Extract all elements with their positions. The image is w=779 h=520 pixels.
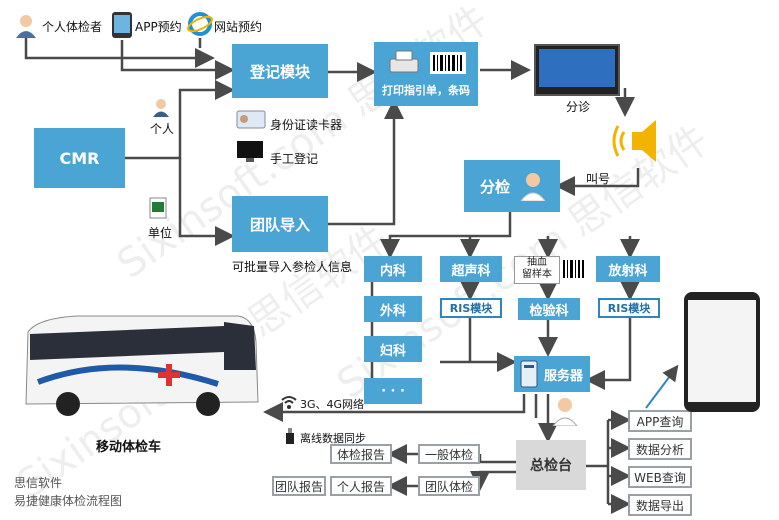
personal-icon [150,96,172,118]
server-icon [520,360,538,388]
subcheck-node: 分检 [464,160,560,212]
sample-barcode-icon [562,258,586,280]
print-node: 打印指引单，条码 [374,42,478,106]
unit-label: 单位 [148,226,173,240]
usb-drive-icon [284,428,296,444]
team-report: 团队报告 [272,476,326,496]
call-label: 叫号 [586,172,611,186]
wifi-icon [280,394,298,410]
monitor-icon [236,140,264,164]
excel-icon [148,196,168,220]
dept-ultrasound: 超声科 [440,256,502,282]
general-check: 一般体检 [418,444,480,464]
app-label: APP预约 [135,20,182,34]
dept-radiology: 放射科 [596,256,660,282]
mobile-bus-image [18,312,262,424]
bus-label: 移动体检车 [96,440,162,455]
app-icon [110,10,134,40]
print-label: 打印指引单，条码 [382,84,470,97]
footer-subtitle: 易捷健康体检流程图 [14,494,123,508]
dept-more: · · · [364,378,422,404]
person-icon [12,12,40,38]
blood-label-2: 留样本 [522,269,552,280]
server-node: 服务器 [514,356,590,392]
blood-sample-box: 抽血 留样本 [514,256,560,284]
footer-company: 思信软件 [14,476,63,490]
triage-label: 分诊 [566,100,591,114]
team-check: 团队体检 [418,476,480,496]
output-data-analysis: 数据分析 [628,438,692,460]
manual-label: 手工登记 [270,152,319,166]
check-report: 体检报告 [330,444,392,464]
server-label: 服务器 [544,368,584,384]
final-check-desk: 总检台 [516,440,586,490]
triage-screen-icon [534,44,620,96]
team-import-module: 团队导入 [232,196,328,252]
network-label: 3G、4G网络 [300,398,365,411]
personal-label: 个人 [150,122,175,136]
dept-gynecology: 妇科 [364,336,422,362]
register-module: 登记模块 [232,44,328,98]
phone-image [684,292,760,412]
cmr-node: CMR [34,128,125,188]
speaker-icon [612,114,668,168]
output-app-query: APP查询 [628,410,692,432]
dept-internal: 内科 [364,256,422,282]
batch-import-note: 可批量导入参检人信息 [232,260,353,274]
ris-module-2: RIS模块 [598,298,660,318]
doctor-icon [520,171,546,201]
printer-icon [388,48,420,78]
offline-sync-label: 离线数据同步 [300,432,366,445]
personal-report: 个人报告 [330,476,392,496]
dept-surgery: 外科 [364,296,422,322]
subcheck-label: 分检 [480,177,511,196]
barcode-icon [430,52,466,74]
ie-icon [186,10,214,38]
ris-module-1: RIS模块 [440,298,502,318]
final-doctor-icon [552,396,578,426]
lab-dept: 检验科 [518,298,580,320]
person-label: 个人体检者 [42,20,103,34]
id-card-reader-icon [236,108,266,130]
web-label: 网站预约 [214,20,263,34]
output-web-query: WEB查询 [628,466,692,488]
blood-label-1: 抽血 [527,257,547,268]
id-reader-label: 身份证读卡器 [270,118,343,132]
output-data-export: 数据导出 [628,494,692,516]
